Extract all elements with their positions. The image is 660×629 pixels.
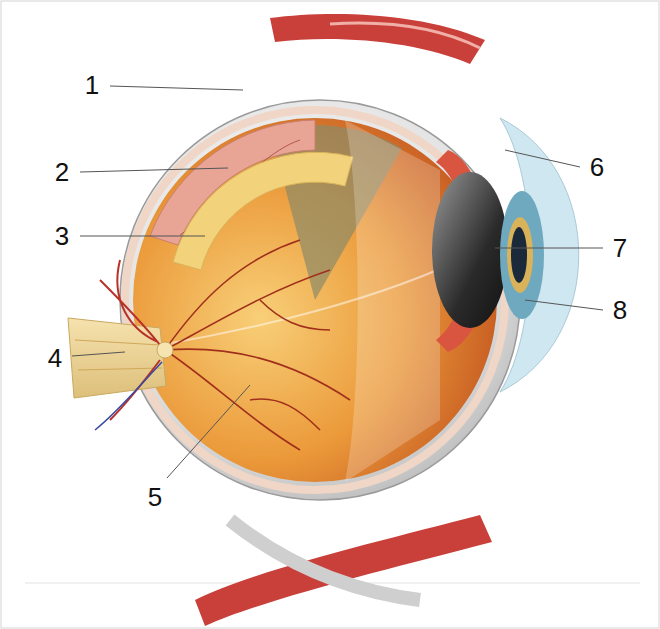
leader-lines <box>72 86 603 478</box>
callout-number: 5 <box>146 483 164 511</box>
pupil <box>511 227 527 283</box>
leader-line <box>80 168 228 172</box>
leader-line <box>167 385 250 478</box>
sclera <box>120 100 520 500</box>
optic-nerve <box>68 318 166 398</box>
callout-number: 6 <box>588 153 606 181</box>
retinal-vessels <box>165 240 350 450</box>
lens <box>432 172 508 328</box>
leader-line <box>495 248 603 249</box>
vitreous-plane <box>345 120 440 482</box>
eye-muscle <box>270 14 485 64</box>
iris-ring <box>507 217 533 293</box>
cornea <box>500 118 579 392</box>
leader-line <box>80 236 205 237</box>
eye-muscle <box>195 515 492 626</box>
iris <box>500 191 544 319</box>
leader-line <box>525 300 603 310</box>
muscle-fibre <box>330 23 480 48</box>
leader-line <box>110 86 243 90</box>
callout-number: 2 <box>53 158 71 186</box>
callout-number: 7 <box>611 234 629 262</box>
optic-disc <box>157 342 173 358</box>
callout-number: 4 <box>46 344 64 372</box>
tendon <box>230 520 420 600</box>
callout-number: 1 <box>83 71 101 99</box>
blood-vessel <box>95 362 162 430</box>
leader-line <box>72 352 125 356</box>
callout-number: 8 <box>611 296 629 324</box>
leader-line <box>505 150 580 167</box>
retina-layer <box>173 152 353 270</box>
callout-number: 3 <box>53 222 71 250</box>
